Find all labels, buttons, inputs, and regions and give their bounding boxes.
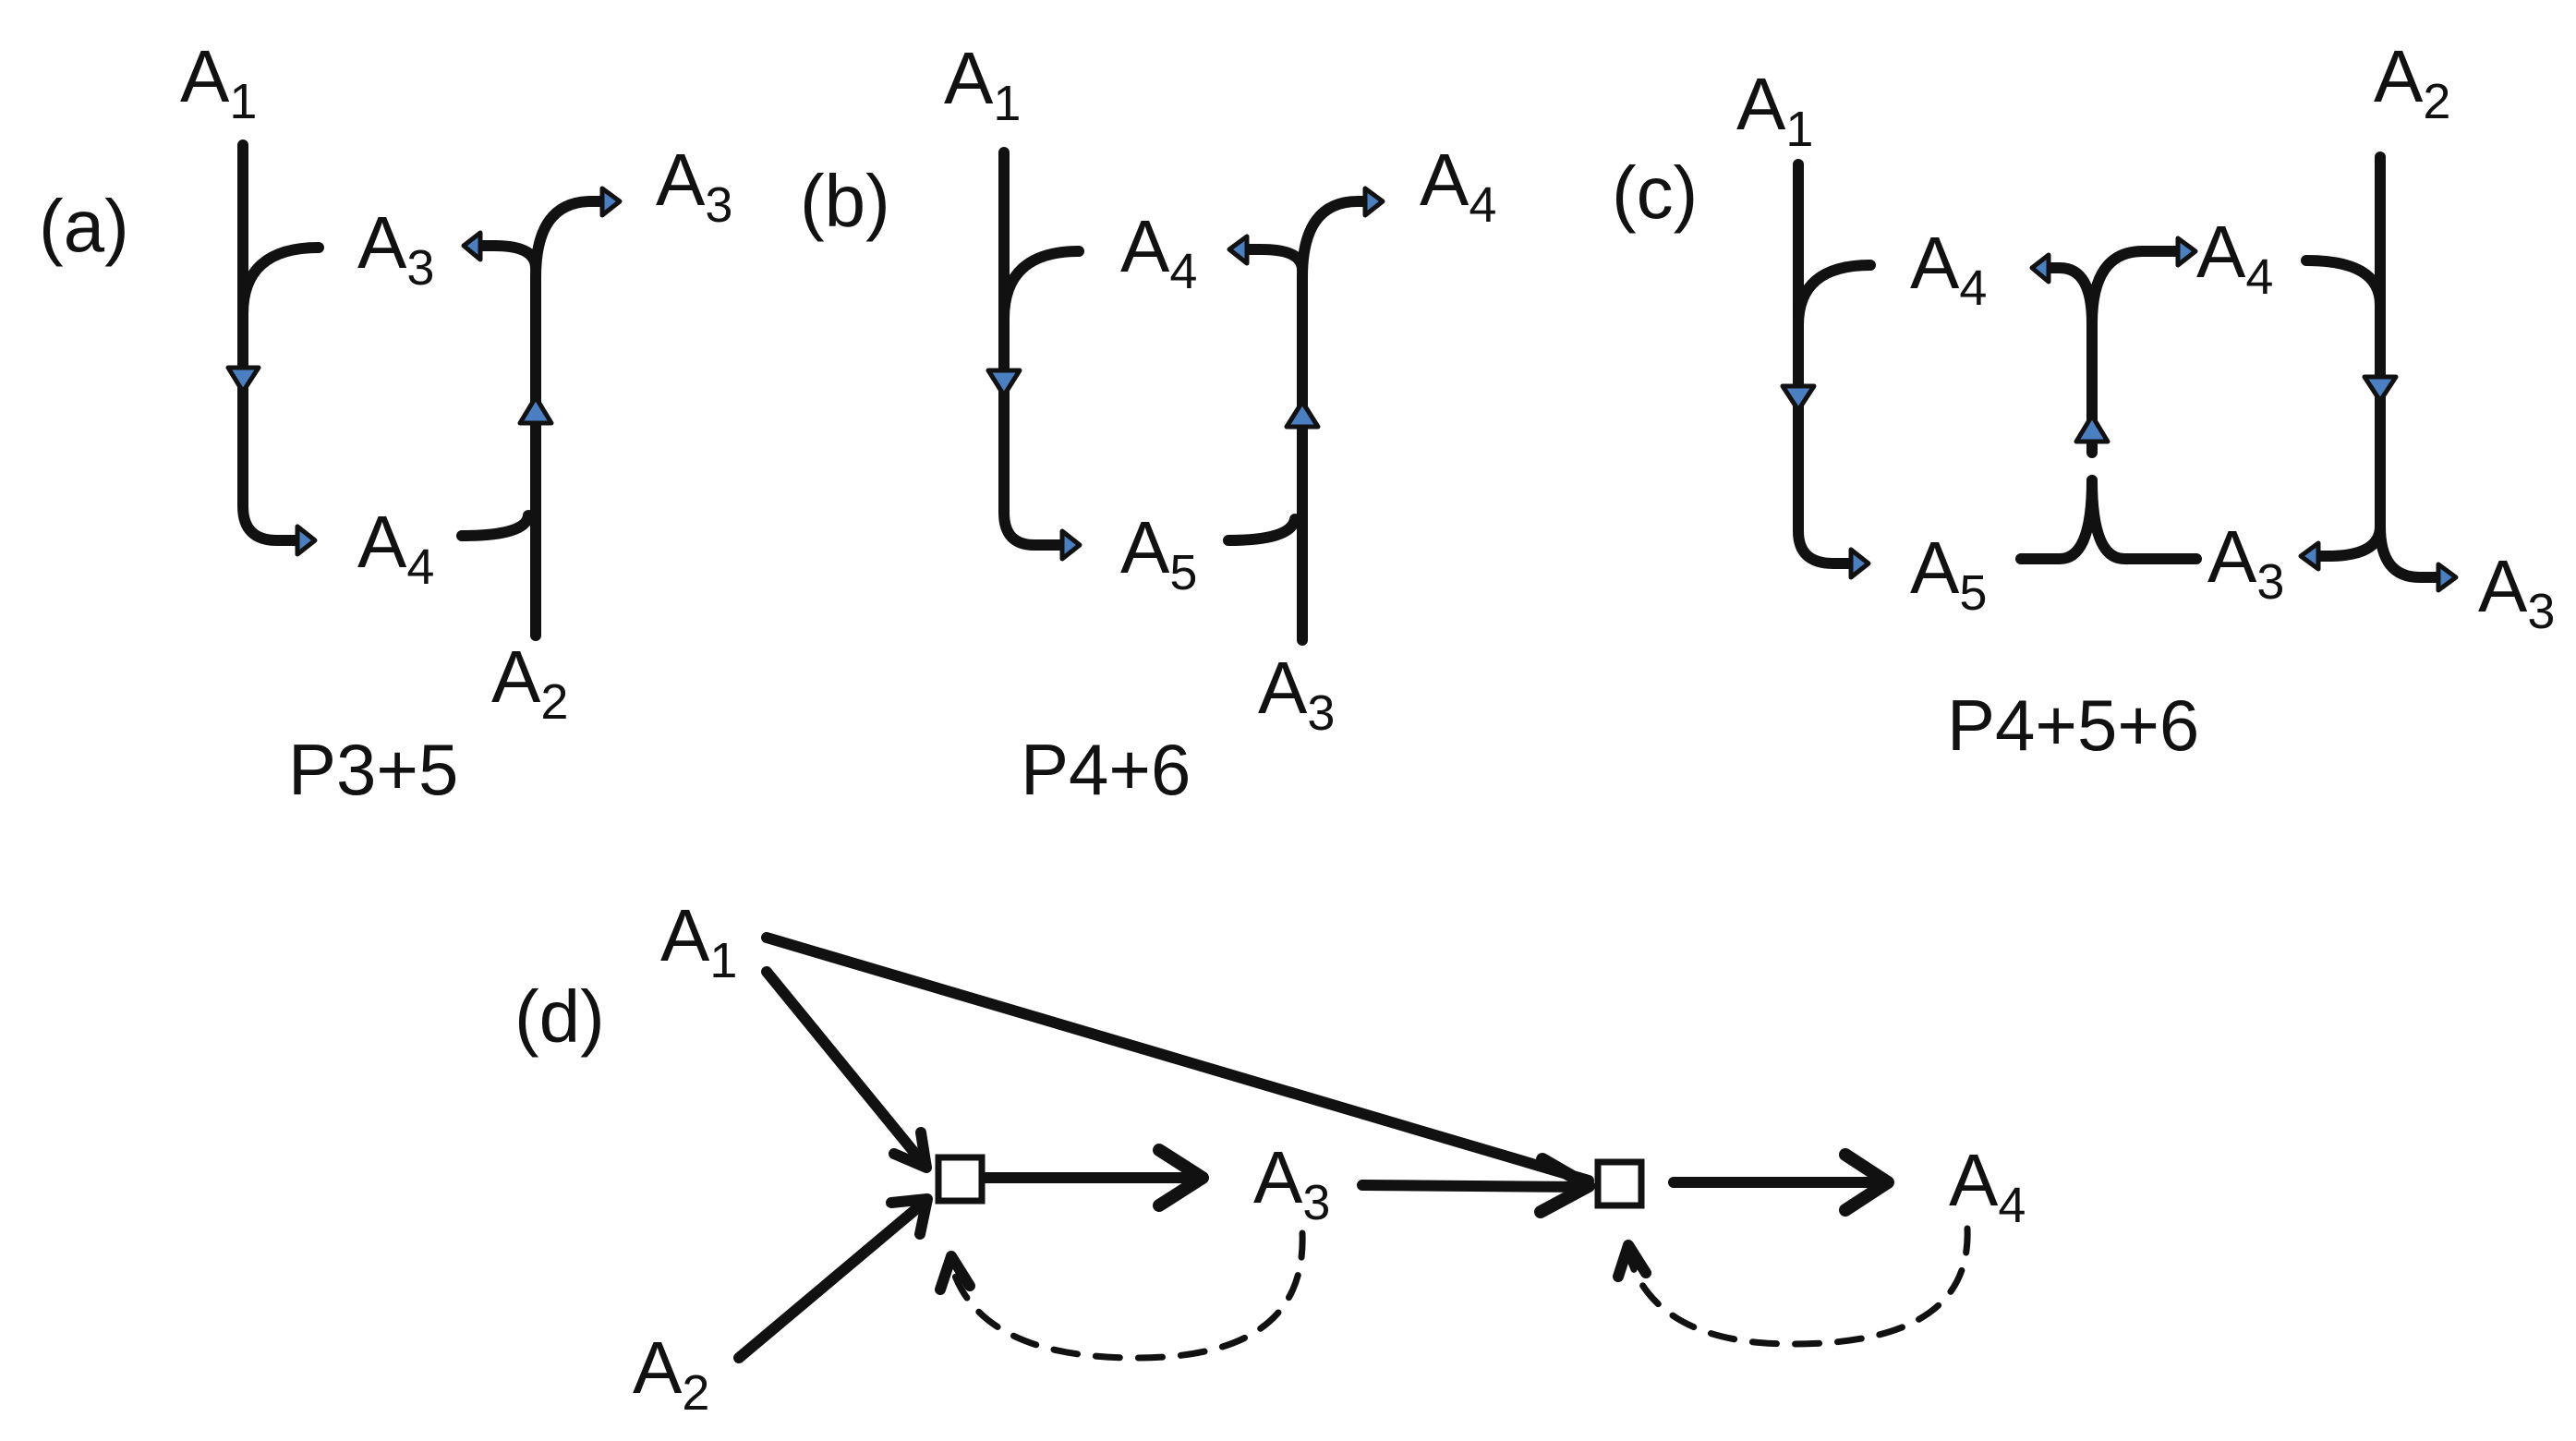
up-arrow-icon xyxy=(1284,399,1321,430)
panel-c-right-strand xyxy=(2298,151,2459,593)
down-arrow-icon xyxy=(225,365,261,394)
label-a-bottom: A2 xyxy=(491,636,568,730)
strand-branch xyxy=(2375,521,2444,583)
arrowhead-icon xyxy=(1153,1144,1209,1212)
label-c-far-right: A3 xyxy=(2478,545,2555,639)
label-a-out-upper: A3 xyxy=(656,139,732,233)
strand-branch xyxy=(2086,246,2183,329)
strand-line xyxy=(237,309,306,546)
label-b-bottom: A3 xyxy=(1258,647,1335,741)
strand-branch xyxy=(998,246,1084,324)
label-a-top-left: A1 xyxy=(180,35,257,129)
strand-branch xyxy=(1241,244,1308,275)
strand-branch xyxy=(2015,475,2098,564)
right-arrow-icon xyxy=(1848,547,1871,580)
right-arrow-icon xyxy=(1362,186,1385,218)
panel-d-tag: (d) xyxy=(514,975,605,1058)
strand-branch xyxy=(475,240,541,273)
left-arrow-icon xyxy=(2298,540,2321,572)
left-arrow-icon xyxy=(2029,252,2051,285)
up-arrow-icon xyxy=(517,394,554,426)
edge-a1-to-node2 xyxy=(761,932,1594,1186)
strand-branch xyxy=(1297,196,1371,283)
down-arrow-icon xyxy=(1780,383,1817,413)
arrowhead-icon xyxy=(1534,1153,1595,1218)
left-arrow-icon xyxy=(461,230,483,262)
panel-b-caption: P4+6 xyxy=(1021,729,1191,810)
panel-c: (c) A1 A2 xyxy=(1612,35,2555,766)
label-c-right-lower: A3 xyxy=(2207,515,2284,610)
strand-line xyxy=(998,313,1068,551)
label-d-a2: A2 xyxy=(633,1326,709,1421)
label-c-mid-upper: A4 xyxy=(1910,222,1987,316)
label-d-a3: A3 xyxy=(1253,1136,1330,1230)
label-a-mid-upper: A3 xyxy=(357,201,434,296)
label-d-a4: A4 xyxy=(1949,1139,2026,1233)
strand-branch xyxy=(1793,260,1876,331)
arrowhead-icon xyxy=(935,1251,975,1295)
strand-branch xyxy=(237,242,324,320)
panel-b-left-strand xyxy=(986,147,1084,562)
arrowhead-icon xyxy=(1839,1148,1894,1217)
label-c-right-upper: A4 xyxy=(2196,211,2273,305)
left-arrow-icon xyxy=(1227,234,1250,266)
panel-a-caption: P3+5 xyxy=(288,729,458,810)
panel-a-left-strand xyxy=(225,139,324,557)
panel-a-tag: (a) xyxy=(39,185,129,267)
right-arrow-icon xyxy=(2436,562,2459,593)
label-b-top-left: A1 xyxy=(944,37,1021,131)
reaction-node-1 xyxy=(935,1154,986,1205)
reaction-node-2 xyxy=(1594,1158,1645,1209)
right-arrow-icon xyxy=(2175,236,2198,268)
up-arrow-icon xyxy=(2074,413,2110,444)
panel-b-tag: (b) xyxy=(800,160,890,242)
label-c-top-left: A1 xyxy=(1736,63,1813,157)
label-b-out-upper: A4 xyxy=(1420,139,1496,233)
panel-c-center-strand xyxy=(2015,236,2202,564)
strand-branch xyxy=(456,510,534,541)
down-arrow-icon xyxy=(2362,374,2399,404)
right-arrow-icon xyxy=(1059,528,1082,562)
panel-a-right-strand xyxy=(456,186,623,641)
label-c-mid-lower: A5 xyxy=(1910,527,1987,621)
right-arrow-icon xyxy=(599,186,623,218)
arrowhead-icon xyxy=(1613,1240,1651,1282)
strand-branch xyxy=(2086,475,2202,564)
strand-branch xyxy=(2301,255,2386,310)
strand-branch xyxy=(2043,262,2098,329)
right-arrow-icon xyxy=(295,524,318,557)
strand-branch xyxy=(2313,521,2386,562)
panel-b: (b) A1 A4 A4 A5 A3 P4+6 xyxy=(800,37,1496,810)
arrowhead-icon xyxy=(889,1127,932,1173)
edge-a3-to-node2 xyxy=(1357,1180,1592,1193)
panel-c-tag: (c) xyxy=(1612,151,1698,234)
panel-c-caption: P4+5+6 xyxy=(1947,684,2199,766)
edge-a2-to-node1 xyxy=(733,1197,929,1363)
panel-b-right-strand xyxy=(1223,186,1385,646)
feedback-a3-to-node1 xyxy=(948,1229,1306,1362)
strand-branch xyxy=(1223,514,1300,546)
label-a-mid-lower: A4 xyxy=(357,501,434,595)
strand-line xyxy=(1793,320,1856,569)
label-b-mid-upper: A4 xyxy=(1120,205,1197,299)
panel-d: (d) A1 A2 A3 A4 xyxy=(514,894,2026,1421)
label-b-mid-lower: A5 xyxy=(1120,506,1197,600)
arrowhead-icon xyxy=(886,1193,933,1240)
label-c-top-right: A2 xyxy=(2374,35,2450,129)
panel-a: (a) A1 A3 A3 A4 A2 P3+5 xyxy=(39,35,732,810)
feedback-a4-to-node2 xyxy=(1624,1225,1971,1348)
panel-c-left-strand xyxy=(1780,159,1876,580)
label-d-a1: A1 xyxy=(660,894,737,988)
edge-a1-to-node1 xyxy=(761,966,929,1169)
strand-branch xyxy=(530,196,608,283)
down-arrow-icon xyxy=(986,368,1022,398)
